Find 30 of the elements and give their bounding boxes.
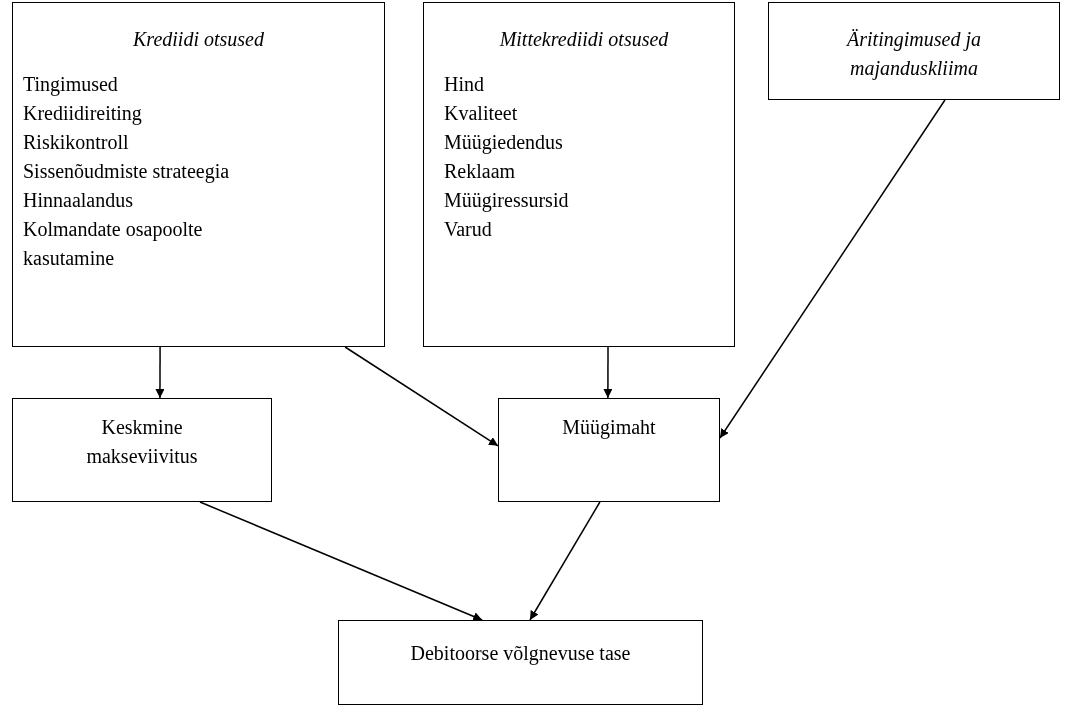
list-item: Kolmandate osapoolte kasutamine <box>23 217 204 271</box>
text-box <box>12 398 272 502</box>
arrow <box>529 501 601 621</box>
list-item: Hind <box>444 72 484 97</box>
list-item: Müügiedendus <box>444 130 563 156</box>
text-box <box>338 620 703 705</box>
list-item: Krediidireiting <box>23 101 142 127</box>
heading: Mittekrediidi otsused <box>499 27 669 52</box>
list-item: Hinnaalandus <box>23 188 133 213</box>
text-box <box>498 398 720 502</box>
arrow <box>603 346 613 399</box>
list-item: Kvaliteet <box>444 101 518 126</box>
list-item: Varud <box>444 217 492 242</box>
list-item: Riskikontroll <box>23 130 129 155</box>
list-item: Müügiressursid <box>444 188 569 214</box>
text-box <box>768 2 1060 100</box>
node-label: Keskmine makseviivitus <box>85 415 199 469</box>
node-label: Müügimaht <box>562 415 656 441</box>
text-box <box>423 2 735 347</box>
heading: Krediidi otsused <box>133 27 264 52</box>
arrow <box>344 346 499 447</box>
list-item: Sissenõudmiste strateegia <box>23 159 230 185</box>
heading: Äritingimused ja majanduskliima <box>845 27 982 82</box>
node-label: Debitoorse võlgnevuse tase <box>410 641 631 667</box>
arrow <box>155 346 165 399</box>
list-item: Tingimused <box>23 72 118 98</box>
arrow <box>199 501 483 621</box>
list-item: Reklaam <box>444 159 516 184</box>
arrow <box>719 99 946 439</box>
text-box <box>12 2 385 347</box>
